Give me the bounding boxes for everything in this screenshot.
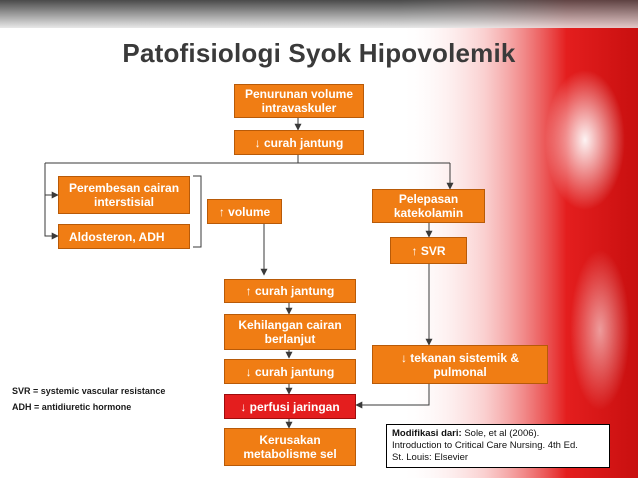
- legend-adh: ADH = antidiuretic hormone: [12, 402, 132, 412]
- node-perembesan-cairan: Perembesan cairan interstisial: [58, 176, 190, 214]
- node-kerusakan-metabolisme: Kerusakan metabolisme sel: [224, 428, 356, 466]
- node-penurunan-volume: Penurunan volume intravaskuler: [234, 84, 364, 118]
- reference-citation: Sole, et al (2006).: [461, 428, 540, 439]
- slide-title: Patofisiologi Syok Hipovolemik: [122, 38, 516, 68]
- node-svr-up: ↑ SVR: [390, 237, 467, 264]
- node-curah-jantung-up: ↑ curah jantung: [224, 279, 356, 303]
- node-volume-up: ↑ volume: [207, 199, 282, 224]
- reference-box: Modifikasi dari: Sole, et al (2006). Int…: [386, 424, 610, 468]
- legend-svr: SVR = systemic vascular resistance: [12, 386, 166, 396]
- reference-label: Modifikasi dari:: [392, 428, 462, 439]
- node-curah-jantung-down-2: ↓ curah jantung: [224, 359, 356, 384]
- node-perfusi-jaringan: ↓ perfusi jaringan: [224, 394, 356, 419]
- reference-line-1: Modifikasi dari: Sole, et al (2006).: [392, 428, 604, 440]
- node-curah-jantung-down-1: ↓ curah jantung: [234, 130, 364, 155]
- node-kehilangan-cairan: Kehilangan cairan berlanjut: [224, 314, 356, 350]
- reference-line-3: St. Louis: Elsevier: [392, 452, 469, 463]
- reference-line-2: Introduction to Critical Care Nursing. 4…: [392, 440, 578, 451]
- node-aldosteron-adh: Aldosteron, ADH: [58, 224, 190, 249]
- node-tekanan-sistemik: ↓ tekanan sistemik & pulmonal: [372, 345, 548, 384]
- node-pelepasan-katekolamin: Pelepasan katekolamin: [372, 189, 485, 223]
